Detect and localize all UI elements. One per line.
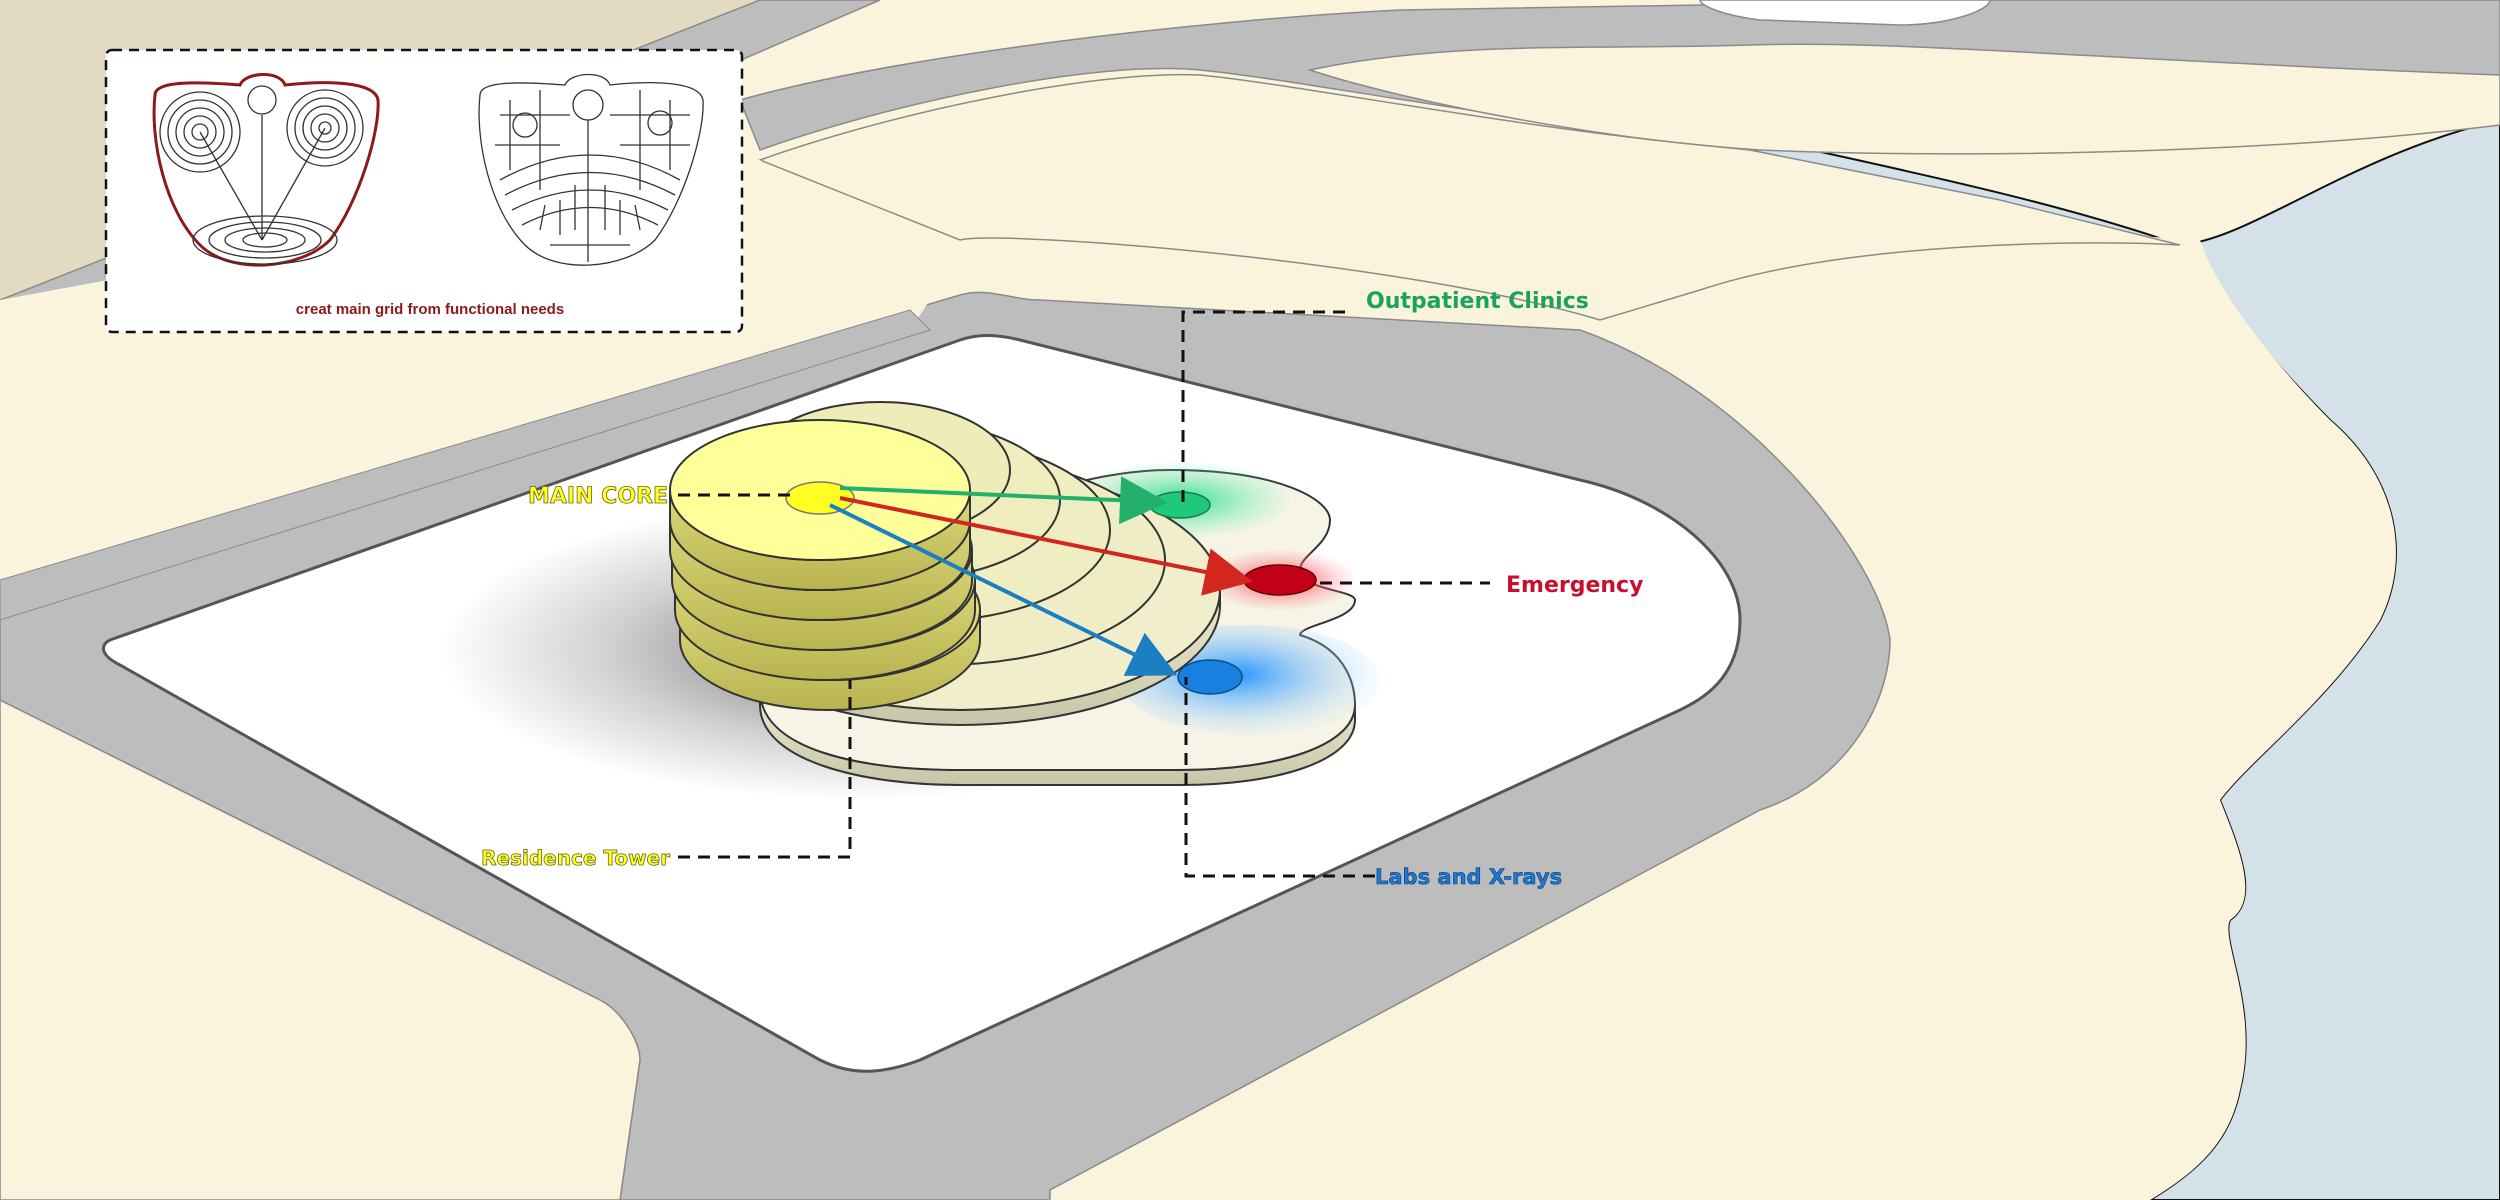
concept-sketch-zoning (152, 73, 380, 267)
arrow-core-to-labs (829, 503, 1178, 676)
leader-labs (1184, 677, 1375, 878)
concept-sketch-grid (478, 73, 704, 266)
arrow-core-to-outpatient (839, 476, 1168, 525)
concept-inset: creat main grid from functional needs (104, 48, 744, 334)
label-outpatient-clinics: Outpatient Clinics (1366, 289, 1589, 314)
labs-core-marker (1177, 659, 1243, 695)
label-main-core: MAIN CORE (528, 484, 668, 509)
arrow-core-to-emergency (839, 496, 1253, 596)
leader-outpatient (1181, 310, 1345, 505)
residence-tower-mass (669, 419, 981, 711)
outpatient-core-marker (1149, 491, 1211, 519)
leader-residence-tower (678, 680, 852, 859)
label-labs-xrays: Labs and X-rays (1375, 865, 1562, 889)
emergency-core-marker (1243, 564, 1317, 596)
label-residence-tower: Residence Tower (481, 846, 670, 870)
hospital-building (669, 401, 1380, 786)
leader-lines (678, 310, 1490, 878)
inset-caption: creat main grid from functional needs (296, 301, 564, 318)
label-emergency: Emergency (1506, 573, 1643, 598)
main-core-marker (785, 481, 855, 515)
